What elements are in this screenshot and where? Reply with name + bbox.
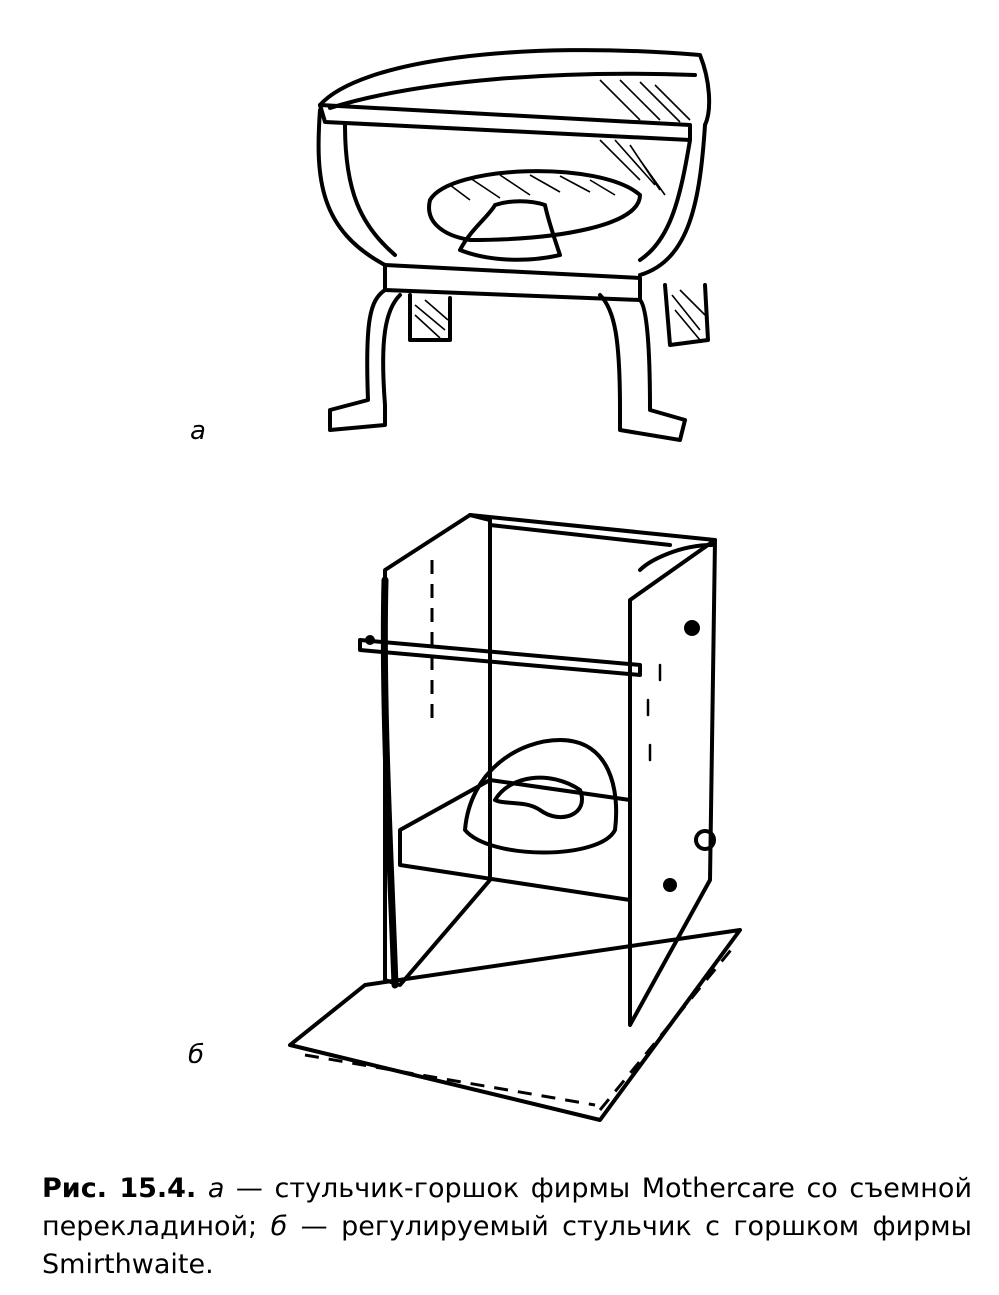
figure-illustration: а б: [188, 48, 742, 1122]
figure-number: Рис. 15.4.: [42, 1173, 197, 1204]
figure-caption: Рис. 15.4. а — стульчик-горшок фирмы Mot…: [42, 1170, 972, 1284]
figure-label-b: б: [188, 1040, 205, 1070]
adjustable-chair-b-drawing: [288, 513, 742, 1122]
caption-part-b-text: — регулируемый стульчик с горшком фирмы …: [42, 1211, 972, 1280]
figure-label-a: а: [190, 416, 206, 446]
caption-part-a-text: — стульчик-горшок фирмы Mothercare со съ…: [42, 1173, 972, 1242]
potty-chair-a-drawing: [316, 48, 712, 442]
caption-letter-a: а: [207, 1173, 225, 1204]
chairs-drawing: [288, 48, 742, 1122]
caption-letter-b: б: [270, 1211, 288, 1242]
